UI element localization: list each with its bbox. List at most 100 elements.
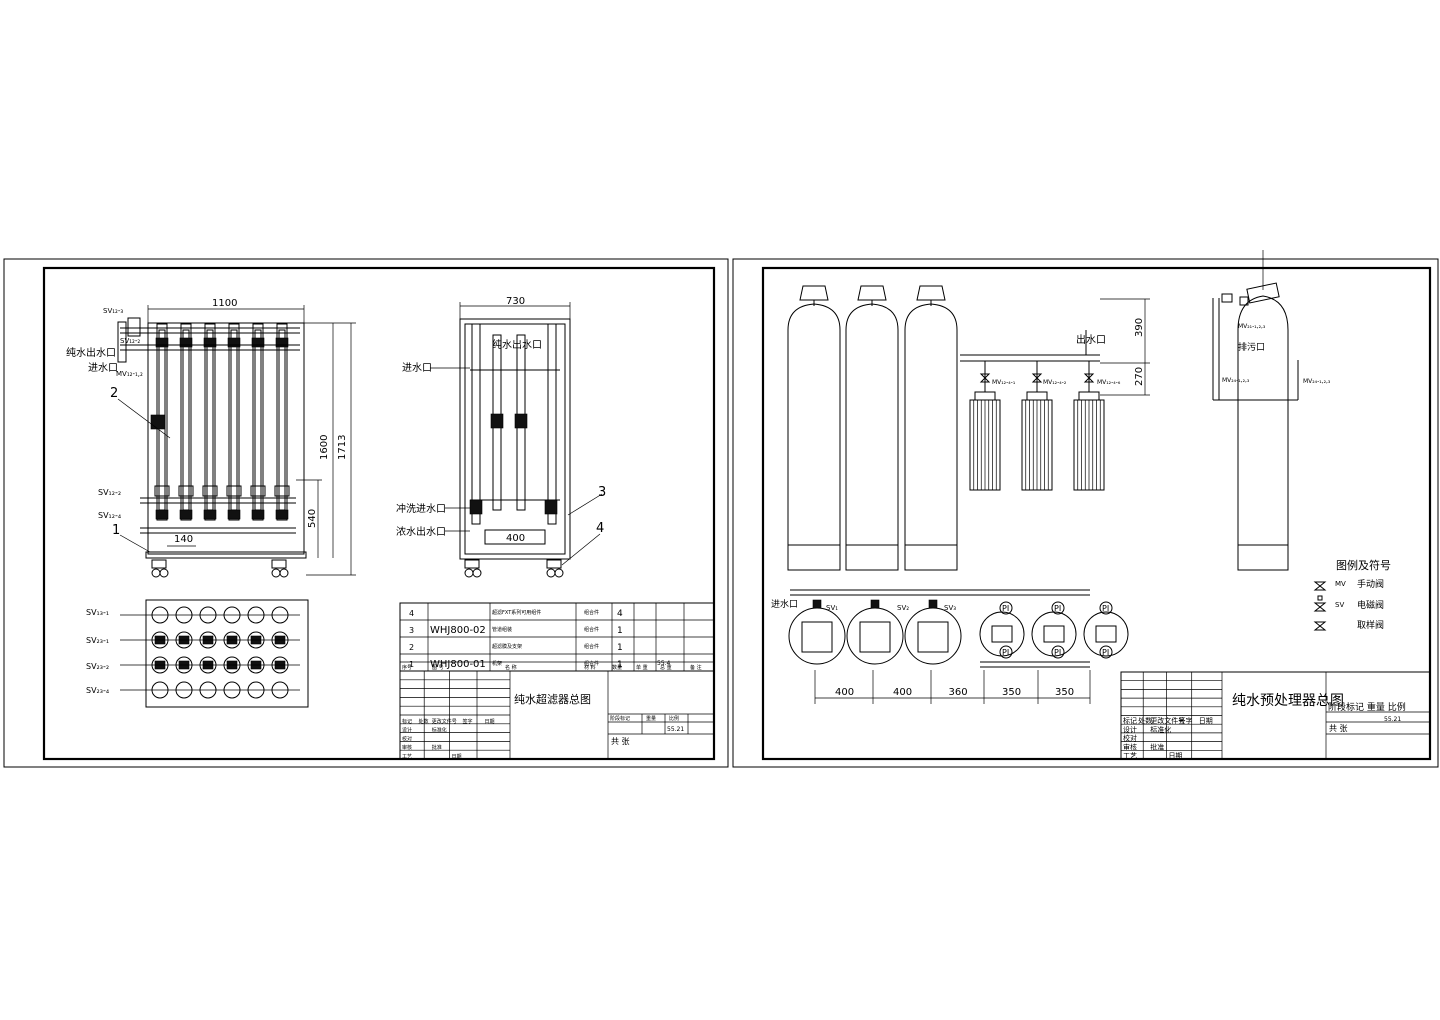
membrane-column <box>202 323 218 521</box>
sheets-right: 共 张 <box>1329 724 1348 733</box>
pi-gauge <box>999 645 1013 659</box>
dim-h: 400 <box>893 687 912 698</box>
dim-v-390: 390 <box>1134 318 1145 337</box>
sign-cell: 审核 <box>1123 742 1137 751</box>
parts-row: 3 WHJ800-02 管道组装 组合件 1 <box>409 625 623 636</box>
part-no: 4 <box>409 609 414 618</box>
side-frame <box>459 318 571 560</box>
parts-header-cell: 备 注 <box>690 664 702 671</box>
pi-gauge <box>1099 645 1113 659</box>
label-outlet: 出水口 <box>1076 333 1106 346</box>
sign-cell: 日期 <box>452 754 462 760</box>
callout-1: 1 <box>112 523 120 538</box>
label-sv3: SV₃ <box>944 604 956 612</box>
dim-height-inner: 1600 <box>319 435 330 460</box>
pi-gauge <box>1099 601 1113 615</box>
label-mv-c: MV₁₂-₄-₆ <box>1097 379 1121 386</box>
dim-v-270: 270 <box>1134 367 1145 386</box>
label-conc-out: 浓水出水口 <box>396 525 446 538</box>
sign-cell: 签字 <box>1179 716 1193 725</box>
membrane-column <box>250 323 266 521</box>
plan-tank <box>904 607 962 665</box>
sign-cell: 处数 <box>419 718 429 725</box>
part-no: 3 <box>409 626 414 635</box>
pi-gauge <box>999 601 1013 615</box>
label-sv-top2: SV₁₂-₂ <box>120 337 140 345</box>
pi-label: PI <box>1102 648 1109 657</box>
label-drain: 排污口 <box>1238 341 1265 353</box>
part-name: 机架 <box>492 660 502 667</box>
legend-item-mv: MV 手动阀 <box>1313 578 1384 591</box>
pi-gauge <box>1051 645 1065 659</box>
pressure-tank <box>787 285 841 571</box>
part-name: 超滤膜及支架 <box>492 643 522 650</box>
membrane-column <box>178 323 194 521</box>
stage-left-1: 阶段标记 <box>610 715 630 722</box>
plan-tank <box>846 607 904 665</box>
membrane-column <box>226 323 242 521</box>
sheet-right: 出水口 MV₁₂-₄-₁ MV₁₂-₄-₂ MV₁₂-₄-₆ 390 270 M… <box>732 250 1439 768</box>
plan-frame <box>145 599 309 708</box>
sign-cell: 更改文件号 <box>1150 716 1185 725</box>
title-left: 纯水超滤器总图 <box>514 692 591 706</box>
stage-left-3: 比例 <box>669 715 679 722</box>
part-material: 组合件 <box>584 660 599 667</box>
part-name: 管道组装 <box>492 626 512 633</box>
part-code: WHJ800-02 <box>430 625 486 636</box>
plan-filter <box>1083 611 1129 657</box>
sign-cell: 审核 <box>402 744 412 751</box>
sign-cell: 日期 <box>1168 752 1182 760</box>
dim-pitch: 140 <box>174 534 193 545</box>
pressure-tank <box>904 285 958 571</box>
dim-side-inner: 400 <box>506 533 525 544</box>
sheet-left: 1100 1600 1713 540 140 SV₁₂-₃ SV₁₂-₂ 纯水出… <box>3 258 729 768</box>
part-qty: 1 <box>617 626 623 636</box>
cartridge-filter <box>1073 361 1105 491</box>
ratio-right: 55.21 <box>1384 716 1401 723</box>
sign-cell: 标记 <box>1123 716 1137 725</box>
title-block-left: 标记处数更改文件号签字日期设计标准化校对审核工艺批准日期 纯水超滤器总图 阶段标… <box>399 670 715 760</box>
label-sv2: SV₂ <box>897 604 909 612</box>
cartridge-filter <box>969 361 1001 491</box>
label-flush-in: 冲洗进水口 <box>396 502 446 515</box>
stage-left-2: 重量 <box>646 715 656 722</box>
sheet-right-inner-border <box>761 266 1432 761</box>
sheet-left-inner-border <box>42 266 716 761</box>
svg-text:MV: MV <box>1335 580 1346 588</box>
label-sv-p3: SV₂₃-₂ <box>86 662 109 671</box>
parts-header-cell: 序号 <box>402 664 412 671</box>
sign-cell: 设计 <box>402 727 412 734</box>
legend-item-sv: SV 电磁阀 <box>1313 595 1384 612</box>
label-side-pure: 纯水出水口 <box>492 338 542 351</box>
sign-cell: 校对 <box>1123 734 1137 743</box>
side-view: 730 400 进水口 纯水出水口 冲洗进水口 浓水出水口 3 4 <box>396 296 606 578</box>
label-mv-r1: MV₂₁-₁,₂,₃ <box>1238 323 1266 330</box>
label-sv-top: SV₁₂-₃ <box>103 307 123 315</box>
label-mv: MV₁₂-₁,₂ <box>116 370 143 378</box>
label-pure-out: 纯水出水口 <box>66 346 116 359</box>
parts-header-cell: 名 称 <box>505 664 517 671</box>
pressure-tank <box>845 285 899 571</box>
plan-view: SV₁₃-₁ SV₂₃-₁ SV₂₃-₂ SV₂₃-₄ <box>86 599 309 708</box>
part-material: 组合件 <box>584 626 599 633</box>
label-mv-r2: MV₂₄-₁,₂,₃ <box>1222 377 1250 384</box>
front-base <box>145 551 307 559</box>
pi-label: PI <box>1054 648 1061 657</box>
legend-item-sample: 取样阀 <box>1313 619 1384 631</box>
part-qty: 1 <box>617 660 623 670</box>
callout-2: 2 <box>110 386 118 401</box>
dim-side-width: 730 <box>506 296 525 307</box>
label-mv-b: MV₁₂-₄-₂ <box>1043 379 1067 386</box>
parts-header-cell: 数量 <box>612 664 622 671</box>
label-sv-p2: SV₂₃-₁ <box>86 636 109 645</box>
parts-header-cell: 图 号 <box>432 665 444 671</box>
part-qty: 4 <box>617 609 623 619</box>
pi-label: PI <box>1002 648 1009 657</box>
plan-view-rows <box>120 606 300 699</box>
svg-text:取样阀: 取样阀 <box>1357 619 1384 631</box>
part-no: 1 <box>409 660 414 669</box>
part-material: 组合件 <box>584 609 599 616</box>
svg-text:电磁阀: 电磁阀 <box>1357 599 1384 611</box>
sheet-left-outer-border <box>3 258 729 768</box>
